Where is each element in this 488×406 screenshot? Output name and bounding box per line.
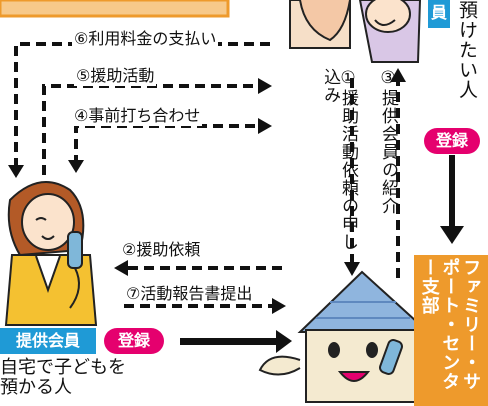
- provider-description: 自宅で子どもを 預かる人: [0, 358, 126, 398]
- label-application: ①援助活動依頼の申し込み: [320, 68, 358, 251]
- top-banner: [0, 0, 230, 18]
- label-report: ⑦活動報告書提出: [124, 280, 255, 304]
- provider-description-line2: 預かる人: [0, 377, 72, 398]
- arrow-meeting-head: [68, 160, 84, 173]
- label-introduction: ③提供会員の紹介: [378, 68, 398, 215]
- provider-description-line1: 自宅で子どもを: [0, 357, 126, 378]
- arrow-payment-head: [8, 165, 24, 178]
- arrow-client-register-line: [449, 155, 455, 227]
- client-member-badge: 員: [428, 0, 450, 28]
- provider-member-badge: 提供会員: [0, 328, 96, 354]
- arrow-provider-register-line: [180, 338, 276, 345]
- arrow-request-head: [114, 260, 128, 276]
- client-register-badge: 登録: [424, 128, 480, 154]
- client-description: 預けたい人: [455, 0, 478, 100]
- arrow-meeting-head2: [258, 118, 272, 134]
- arrow-meeting-line: [74, 124, 258, 165]
- label-request: ②援助依頼: [120, 236, 203, 260]
- client-illustration: [289, 0, 422, 63]
- arrow-client-register-head: [440, 226, 464, 244]
- provider-register-badge: 登録: [104, 328, 164, 354]
- arrow-application-head: [344, 262, 360, 276]
- center-box: [414, 255, 488, 406]
- provider-illustration: [4, 181, 98, 326]
- center-name: ファミリー・サポート・センター支部: [418, 258, 482, 391]
- arrow-support-line: [42, 84, 258, 175]
- label-meeting: ④事前打ち合わせ: [72, 102, 203, 126]
- label-support-activity: ⑤援助活動: [74, 62, 157, 86]
- arrow-provider-register-head: [276, 330, 292, 353]
- client-member-fragment: 員: [430, 3, 447, 22]
- arrow-report-head: [272, 298, 286, 314]
- arrow-introduction-head: [390, 68, 406, 82]
- arrow-support-head: [258, 78, 272, 94]
- house-character: [258, 270, 454, 403]
- label-payment: ⑥利用料金の支払い: [72, 25, 219, 49]
